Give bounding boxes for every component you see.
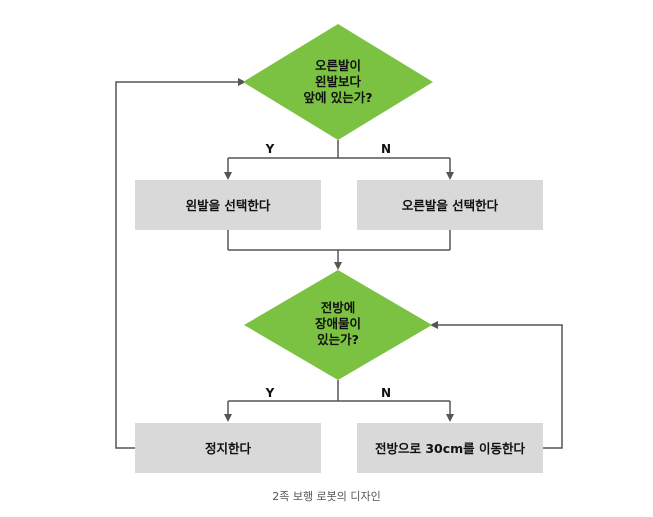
process-box-right1 [357,180,543,230]
process-box-left1 [135,180,321,230]
branch1-no-label: N [381,142,391,156]
branch2-yes-label: Y [265,386,275,400]
figure-caption: 2족 보행 로봇의 디자인 [272,490,381,503]
decision1-line2: 왼발보다 [315,74,362,89]
decision2-line3: 있는가? [317,332,359,347]
process-right2-label: 전방으로 30cm를 이동한다 [375,441,526,456]
decision1-line3: 앞에 있는가? [303,90,372,105]
decision2-line1: 전방에 [321,300,356,315]
decision2-line2: 장애물이 [315,316,361,331]
process-left2-label: 정지한다 [205,441,252,456]
process-box-left2 [135,423,321,473]
decision-diamond-1 [243,24,433,140]
loop-stop-to-decision1 [115,78,246,449]
branch1-yes-label: Y [265,142,275,156]
process-right1-label: 오른발을 선택한다 [402,198,499,213]
loop-move-to-decision2 [430,321,563,449]
decision1-line1: 오른발이 [315,58,361,73]
process-left1-label: 왼발을 선택한다 [186,198,271,213]
connectors [115,78,563,449]
process-box-right2 [357,423,543,473]
branch2-no-label: N [381,386,391,400]
decision-diamond-2 [244,270,432,380]
